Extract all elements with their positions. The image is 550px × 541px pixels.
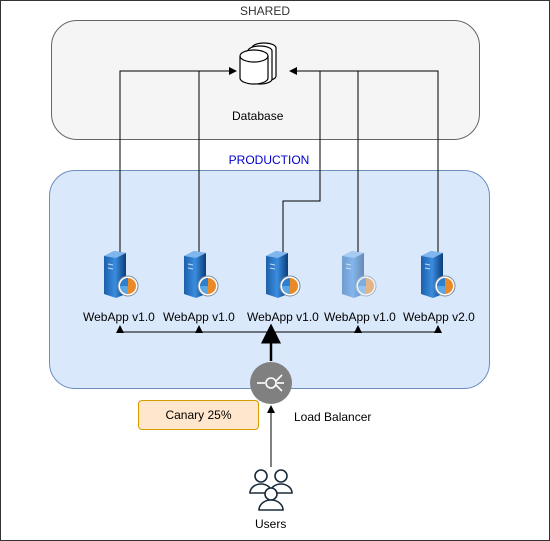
connector-webapp3-db	[282, 67, 321, 252]
load-balancer-icon[interactable]	[249, 361, 293, 405]
production-group-label: PRODUCTION	[228, 153, 310, 167]
database-label: Database	[232, 109, 284, 123]
connector-webapp5-db	[290, 70, 439, 252]
database-icon	[239, 42, 277, 85]
load-balancer-label: Load Balancer	[294, 410, 372, 424]
webapp-server-icon[interactable]	[338, 250, 378, 300]
webapp-server-icon[interactable]	[100, 250, 140, 300]
webapp-server-icon[interactable]	[417, 250, 457, 300]
webapp-label: WebApp v1.0	[324, 310, 396, 324]
shared-group-label: SHARED	[239, 4, 290, 18]
webapp-label: WebApp v1.0	[247, 310, 319, 324]
webapp-label: WebApp v1.0	[83, 310, 155, 324]
webapp-server-icon[interactable]	[262, 250, 302, 300]
shared-group	[51, 20, 480, 140]
webapp-label: WebApp v2.0	[403, 310, 475, 324]
webapp-server-icon[interactable]	[180, 250, 220, 300]
users-icon	[249, 469, 293, 511]
canary-note: Canary 25%	[138, 400, 259, 430]
webapp-label: WebApp v1.0	[163, 310, 235, 324]
connector-webapp1-db	[119, 67, 237, 252]
users-label: Users	[255, 517, 287, 531]
